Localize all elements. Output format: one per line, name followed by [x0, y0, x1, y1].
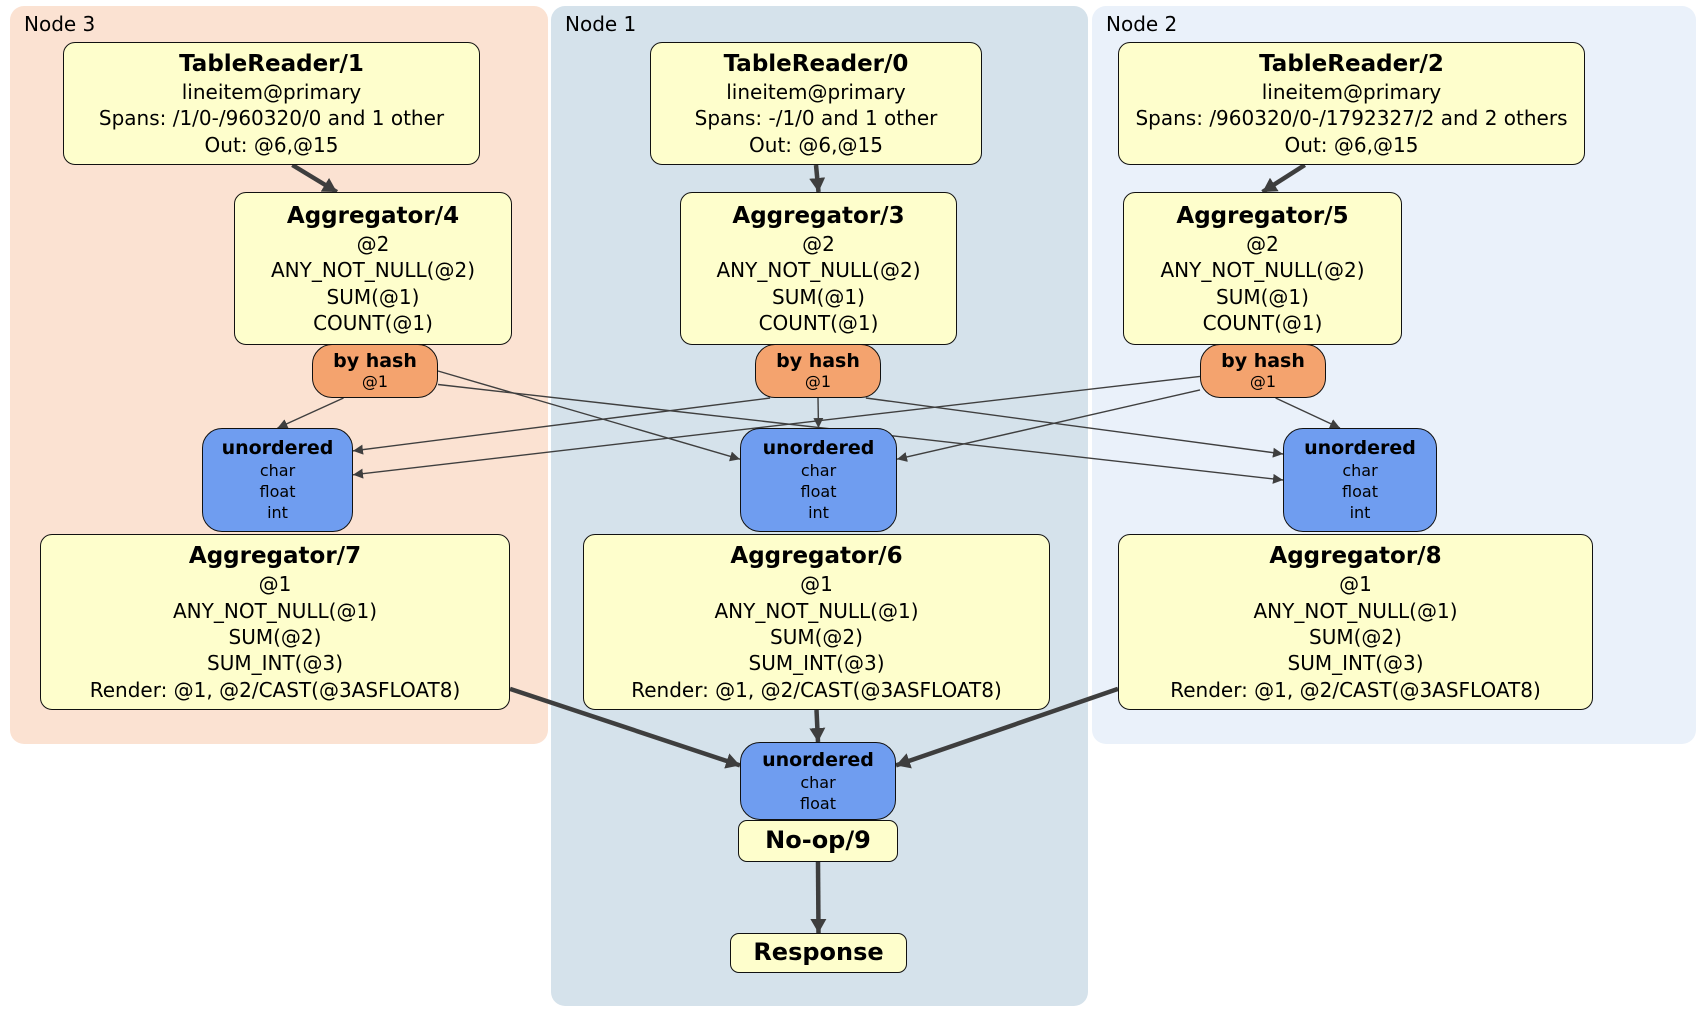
final-unordered-sync: unordered char float — [740, 742, 896, 820]
box-line: ANY_NOT_NULL(@1) — [173, 598, 377, 623]
box-title: TableReader/2 — [1259, 50, 1444, 77]
by-hash-router-node3: by hash @1 — [312, 344, 438, 398]
box-line: SUM(@1) — [326, 284, 420, 309]
aggregator-8-box: Aggregator/8 @1 ANY_NOT_NULL(@1) SUM(@2)… — [1118, 534, 1593, 710]
sync-line: float — [1342, 482, 1378, 502]
aggregator-4-box: Aggregator/4 @2 ANY_NOT_NULL(@2) SUM(@1)… — [234, 192, 512, 345]
box-line: lineitem@primary — [1261, 80, 1442, 105]
router-title: by hash — [776, 349, 860, 372]
box-line: ANY_NOT_NULL(@2) — [1160, 258, 1365, 283]
aggregator-5-box: Aggregator/5 @2 ANY_NOT_NULL(@2) SUM(@1)… — [1123, 192, 1402, 345]
box-line: @1 — [800, 572, 833, 597]
sync-line: float — [259, 482, 296, 502]
box-line: lineitem@primary — [181, 80, 362, 105]
box-title: Response — [753, 938, 884, 967]
sync-line: char — [800, 772, 836, 792]
box-line: SUM(@2) — [1309, 624, 1402, 649]
box-line: ANY_NOT_NULL(@2) — [716, 258, 921, 283]
box-line: @2 — [1246, 231, 1279, 256]
box-line: COUNT(@1) — [758, 311, 879, 336]
box-line: Out: @6,@15 — [1284, 132, 1419, 157]
router-line: @1 — [1249, 371, 1277, 391]
sync-title: unordered — [762, 748, 874, 771]
unordered-sync-node1: unordered char float int — [740, 428, 897, 532]
box-line: Out: @6,@15 — [749, 132, 883, 157]
table-reader-1-box: TableReader/1 lineitem@primary Spans: /1… — [63, 42, 480, 165]
sync-line: int — [267, 502, 288, 522]
router-line: @1 — [804, 371, 832, 391]
sync-line: float — [800, 793, 836, 813]
unordered-sync-node2: unordered char float int — [1283, 428, 1437, 532]
aggregator-3-box: Aggregator/3 @2 ANY_NOT_NULL(@2) SUM(@1)… — [680, 192, 957, 345]
box-line: SUM(@1) — [1216, 284, 1309, 309]
box-line: SUM(@2) — [228, 624, 322, 649]
box-line: SUM_INT(@3) — [207, 651, 343, 676]
sync-line: float — [800, 482, 837, 502]
box-title: TableReader/0 — [723, 50, 909, 77]
router-title: by hash — [333, 349, 417, 372]
sync-title: unordered — [221, 437, 334, 460]
box-title: Aggregator/4 — [286, 202, 460, 229]
no-op-9-box: No-op/9 — [738, 820, 898, 862]
box-line: ANY_NOT_NULL(@1) — [1253, 598, 1458, 623]
box-title: No-op/9 — [765, 826, 871, 855]
box-line: SUM_INT(@3) — [1287, 651, 1424, 676]
panel-node1-label: Node 1 — [565, 12, 637, 36]
box-line: Render: @1, @2/CAST(@3ASFLOAT8) — [1170, 677, 1541, 702]
box-line: COUNT(@1) — [313, 311, 433, 336]
router-title: by hash — [1221, 349, 1305, 372]
box-line: @1 — [1339, 572, 1372, 597]
router-line: @1 — [361, 371, 389, 391]
box-title: Aggregator/6 — [730, 542, 903, 569]
box-line: @2 — [356, 231, 390, 256]
box-line: @2 — [802, 231, 835, 256]
box-title: Aggregator/3 — [732, 202, 905, 229]
box-line: COUNT(@1) — [1202, 311, 1323, 336]
box-line: Render: @1, @2/CAST(@3ASFLOAT8) — [631, 677, 1002, 702]
box-line: Spans: /1/0-/960320/0 and 1 other — [98, 106, 445, 131]
box-title: Aggregator/5 — [1176, 202, 1349, 229]
box-line: Render: @1, @2/CAST(@3ASFLOAT8) — [89, 677, 461, 702]
sync-title: unordered — [762, 437, 875, 460]
box-line: Out: @6,@15 — [204, 132, 339, 157]
box-line: SUM_INT(@3) — [748, 651, 885, 676]
sync-title: unordered — [1304, 437, 1416, 460]
box-line: lineitem@primary — [726, 80, 906, 105]
response-box: Response — [730, 933, 907, 973]
box-title: Aggregator/7 — [188, 542, 362, 569]
box-line: ANY_NOT_NULL(@2) — [271, 258, 475, 283]
by-hash-router-node1: by hash @1 — [755, 344, 881, 398]
table-reader-0-box: TableReader/0 lineitem@primary Spans: -/… — [650, 42, 982, 165]
panel-node2-label: Node 2 — [1106, 12, 1178, 36]
sync-line: int — [1349, 502, 1371, 522]
box-title: TableReader/1 — [179, 50, 364, 77]
sync-line: char — [259, 461, 296, 481]
panel-node3-label: Node 3 — [24, 12, 96, 36]
box-line: Spans: /960320/0-/1792327/2 and 2 others — [1135, 106, 1568, 131]
box-title: Aggregator/8 — [1269, 542, 1442, 569]
aggregator-7-box: Aggregator/7 @1 ANY_NOT_NULL(@1) SUM(@2)… — [40, 534, 510, 710]
unordered-sync-node3: unordered char float int — [202, 428, 353, 532]
box-line: SUM(@1) — [772, 284, 865, 309]
sync-line: char — [1342, 461, 1378, 481]
table-reader-2-box: TableReader/2 lineitem@primary Spans: /9… — [1118, 42, 1585, 165]
box-line: Spans: -/1/0 and 1 other — [694, 106, 938, 131]
by-hash-router-node2: by hash @1 — [1200, 344, 1326, 398]
aggregator-6-box: Aggregator/6 @1 ANY_NOT_NULL(@1) SUM(@2)… — [583, 534, 1050, 710]
sync-line: char — [800, 461, 837, 481]
box-line: @1 — [258, 572, 292, 597]
box-line: ANY_NOT_NULL(@1) — [714, 598, 919, 623]
sync-line: int — [808, 502, 829, 522]
box-line: SUM(@2) — [770, 624, 863, 649]
